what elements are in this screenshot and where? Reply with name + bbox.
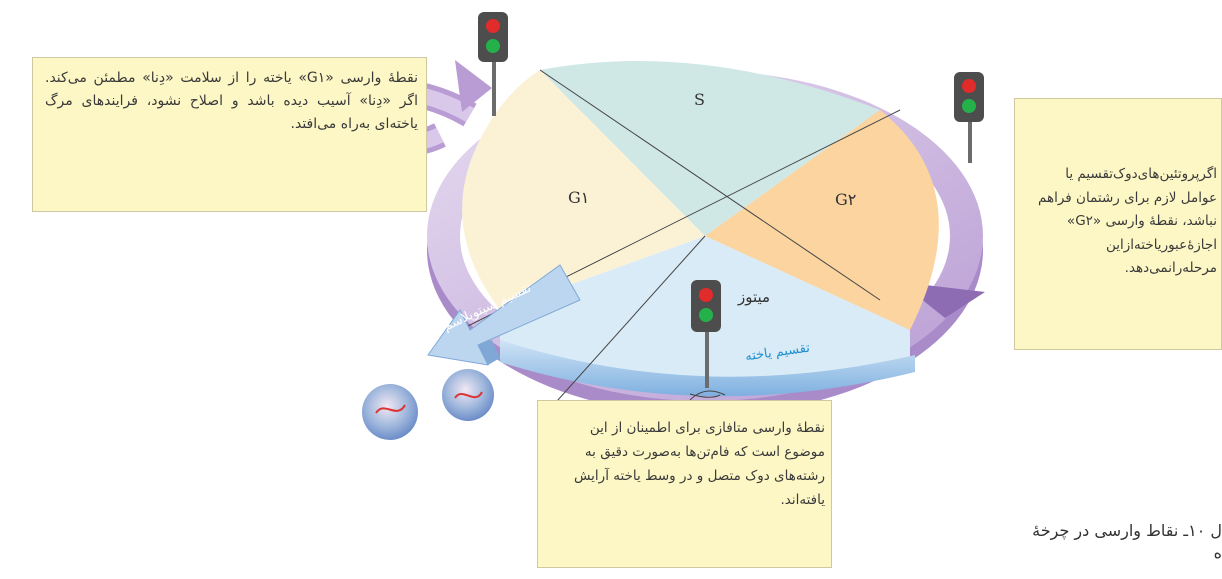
cytokinesis-arrow — [427, 264, 581, 366]
g1-checkpoint-note: نقطهٔ وارسی «G۱» یاخته را از سلامت «دِنا… — [32, 57, 427, 212]
g2-checkpoint-text: اگرپروتئین‌های‌دوک‌تقسیم یا عوامل لازم ب… — [1038, 166, 1217, 276]
metaphase-checkpoint-note: نقطهٔ وارسی متافازی برای اطمینان از این … — [537, 400, 832, 568]
figure-caption: ل ۱۰ـ نقاط وارسی در چرخهٔ ه — [985, 520, 1222, 564]
traffic-light-mitosis — [691, 280, 721, 388]
label-s: S — [694, 90, 705, 109]
caption-line-2: ه — [1213, 543, 1222, 562]
g1-checkpoint-text: نقطهٔ وارسی «G۱» یاخته را از سلامت «دِنا… — [45, 70, 418, 132]
g2-checkpoint-note: اگرپروتئین‌های‌دوک‌تقسیم یا عوامل لازم ب… — [1014, 98, 1222, 350]
traffic-light-top-left — [478, 12, 508, 116]
cell-division-band — [500, 340, 915, 397]
daughter-cell-upper — [442, 369, 494, 421]
daughter-cell-lower — [362, 384, 418, 440]
traffic-light-right — [954, 72, 984, 163]
label-mitosis: میتوز — [738, 288, 771, 306]
caption-line-1: ل ۱۰ـ نقاط وارسی در چرخهٔ — [1032, 521, 1222, 540]
label-g2: G۲ — [835, 190, 857, 209]
sector-g1 — [462, 70, 705, 310]
metaphase-checkpoint-text: نقطهٔ وارسی متافازی برای اطمینان از این … — [573, 420, 825, 508]
sector-s — [540, 61, 880, 236]
sector-g2 — [705, 110, 939, 330]
label-g1: G۱ — [568, 188, 590, 207]
cycle-sectors — [459, 61, 939, 421]
